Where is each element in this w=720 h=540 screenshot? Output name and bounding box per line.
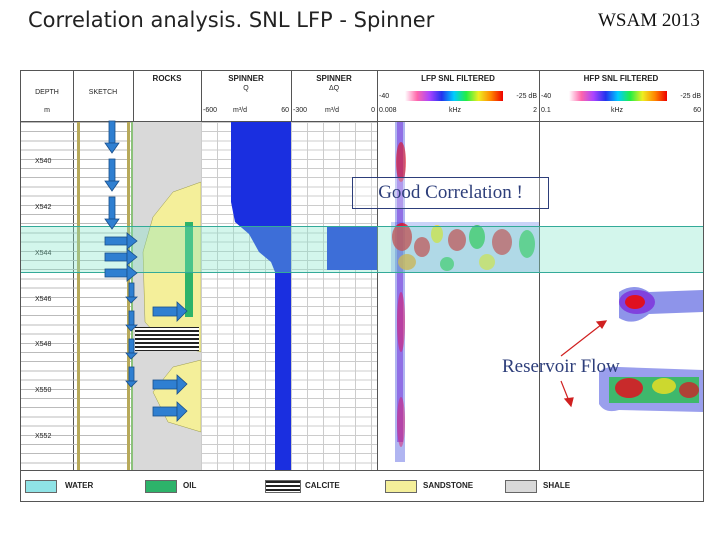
- spinner-q-unit: m³/d: [233, 107, 247, 114]
- hfp-title: HFP SNL FILTERED: [583, 74, 659, 83]
- depth-header: DEPTH m: [21, 71, 73, 122]
- legend-swatch-shale: [505, 480, 537, 493]
- conference-label: WSAM 2013: [598, 10, 700, 31]
- legend-swatch-sandstone: [385, 480, 417, 493]
- legend-label-shale: SHALE: [543, 481, 571, 490]
- pointer-arrow-head: [595, 320, 608, 330]
- legend-swatch-water: [25, 480, 57, 493]
- sketch-title: SKETCH: [88, 89, 118, 96]
- hfp-scale-min: -40: [541, 93, 552, 100]
- down-arrow: [125, 338, 138, 360]
- spinner-dq-bar: [327, 226, 377, 270]
- right-arrow: [104, 248, 138, 266]
- spinner-q-title: SPINNER: [228, 74, 264, 83]
- hfp-freq-unit: kHz: [611, 107, 624, 114]
- rocks-header: ROCKS: [133, 71, 201, 122]
- right-arrow: [152, 301, 188, 322]
- depth-label: X544: [35, 250, 52, 257]
- spinner-q-sub: Q: [243, 85, 249, 92]
- spinner-dq-grid: [291, 122, 377, 471]
- rocks-track: ROCKS: [133, 71, 202, 471]
- lfp-title: LFP SNL FILTERED: [421, 74, 495, 83]
- right-arrow: [104, 232, 138, 250]
- down-arrow: [125, 282, 138, 304]
- depth-unit: m: [44, 107, 50, 114]
- depth-label: X540: [35, 158, 52, 165]
- spinner-dq-sub: ΔQ: [328, 85, 340, 92]
- depth-label: X546: [35, 296, 52, 303]
- casing-left: [77, 122, 80, 471]
- hfp-freq-max: 60: [693, 107, 701, 114]
- flow-arrows: [104, 120, 608, 422]
- legend-label-water: WATER: [65, 481, 94, 490]
- hfp-track: HFP SNL FILTERED -40 -25 dB 0.1 kHz 60: [539, 71, 703, 471]
- hfp-freq-min: 0.1: [541, 107, 551, 114]
- hfp-colorbar: [569, 91, 667, 101]
- down-arrow: [104, 158, 120, 192]
- down-arrow: [125, 310, 138, 332]
- down-arrow: [125, 366, 138, 388]
- spinner-dq-unit: m³/d: [325, 107, 339, 114]
- pointer-arrow-head: [563, 397, 574, 408]
- spinner-q-track: SPINNER Q -600 m³/d 60: [201, 71, 292, 471]
- good-correlation-callout: Good Correlation !: [352, 177, 549, 209]
- depth-label: X542: [35, 204, 52, 211]
- spinner-dq-min: -300: [293, 107, 308, 114]
- lfp-spectrogram: [391, 122, 539, 462]
- casing-right: [127, 122, 130, 471]
- spinner-q-min: -600: [203, 107, 218, 114]
- legend-swatch-calcite: [265, 480, 301, 493]
- lfp-track: LFP SNL FILTERED -40 -25 dB 0.008 kHz 2: [377, 71, 540, 471]
- spinner-dq-track: SPINNER ΔQ -300 m³/d 0: [291, 71, 378, 471]
- reservoir-flow-callout: Reservoir Flow: [502, 356, 620, 377]
- sketch-header: SKETCH: [73, 71, 133, 122]
- hfp-scale-max: -25 dB: [680, 93, 701, 100]
- lfp-scale-min: -40: [379, 93, 390, 100]
- spinner-dq-title: SPINNER: [316, 74, 352, 83]
- lfp-colorbar: [405, 91, 503, 101]
- lfp-scale-max: -25 dB: [516, 93, 537, 100]
- legend-label-oil: OIL: [183, 481, 197, 490]
- well-log-panel: DEPTH m X540 X542 X544 X546 X548 X550 X5…: [20, 70, 704, 502]
- depth-label: X550: [35, 387, 52, 394]
- depth-track: DEPTH m X540 X542 X544 X546 X548 X550 X5…: [21, 71, 74, 471]
- legend-swatch-oil: [145, 480, 177, 493]
- lfp-freq-unit: kHz: [449, 107, 462, 114]
- slide-title: Correlation analysis. SNL LFP - Spinner: [28, 8, 435, 32]
- spinner-dq-header: SPINNER ΔQ -300 m³/d 0: [291, 71, 377, 122]
- depth-label: X548: [35, 341, 52, 348]
- rocks-title: ROCKS: [152, 74, 182, 83]
- lfp-header: LFP SNL FILTERED -40 -25 dB 0.008 kHz 2: [377, 71, 539, 122]
- depth-label: X552: [35, 433, 52, 440]
- hfp-spectrogram: [599, 287, 703, 412]
- legend-label-calcite: CALCITE: [305, 481, 340, 490]
- correlation-band: [21, 226, 703, 273]
- sketch-track: SKETCH: [73, 71, 134, 471]
- pointer-arrow-line: [560, 320, 607, 357]
- depth-title: DEPTH: [35, 89, 59, 96]
- hfp-header: HFP SNL FILTERED -40 -25 dB 0.1 kHz 60: [539, 71, 703, 122]
- sketch-grid: [73, 122, 133, 471]
- legend-label-sandstone: SANDSTONE: [423, 481, 474, 490]
- depth-grid: [21, 122, 73, 471]
- right-arrow: [152, 374, 188, 395]
- lfp-freq-max: 2: [533, 107, 537, 114]
- down-arrow: [104, 120, 120, 154]
- spinner-q-curve: [231, 122, 291, 471]
- lithology-legend: WATER OIL CALCITE SANDSTONE SHALE: [21, 470, 703, 501]
- down-arrow: [104, 196, 120, 230]
- lfp-freq-min: 0.008: [379, 107, 397, 114]
- spinner-q-max: 60: [281, 107, 289, 114]
- spinner-dq-max: 0: [371, 107, 375, 114]
- right-arrow: [152, 401, 188, 422]
- right-arrow: [104, 264, 138, 282]
- spinner-q-header: SPINNER Q -600 m³/d 60: [201, 71, 291, 122]
